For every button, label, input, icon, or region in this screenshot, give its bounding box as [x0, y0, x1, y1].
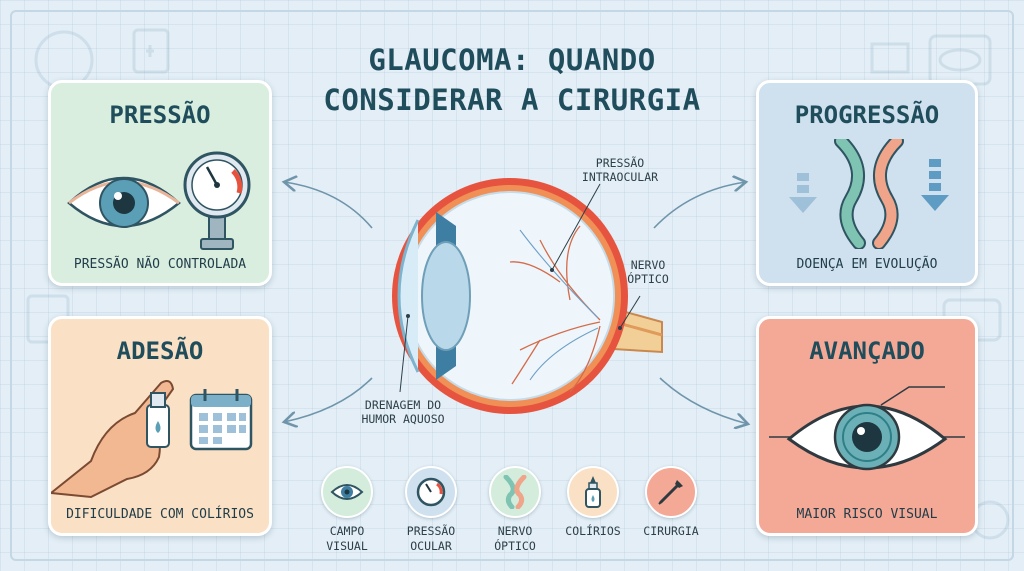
page-title: GLAUCOMA: QUANDO CONSIDERAR A CIRURGIA [282, 40, 742, 120]
legend-icon-nervo-optico [489, 466, 541, 518]
legend-label-pressao-ocular: PRESSÃO OCULAR [406, 524, 456, 553]
card-adesao[interactable]: ADESÃO DIFICULDADE COM COLÍRIOS [48, 316, 272, 536]
legend-label-cirurgia: CIRURGIA [643, 524, 699, 538]
leader-pressao-intraocular [551, 183, 601, 271]
legend-label-colirios: COLÍRIOS [565, 524, 621, 538]
retinal-veins [519, 229, 599, 381]
down-arrow-icon [789, 173, 817, 213]
surgical-instrument-icon [658, 480, 683, 505]
lens [421, 241, 471, 351]
bg-eye-icon [938, 48, 982, 72]
label-nervo-optico: NERVO ÓPTICO [618, 258, 678, 286]
arrow-to-adesao [284, 377, 373, 422]
legend-item-nervo-optico: NERVO ÓPTICO [470, 466, 560, 554]
leader-drenagem [399, 315, 409, 393]
eye-icon [330, 484, 364, 500]
eye-icon [67, 176, 181, 228]
card-avancado-heading: AVANÇADO [809, 337, 925, 365]
label-pressao-line2: INTRAOCULAR [581, 170, 659, 184]
card-progressao-art [789, 139, 949, 249]
card-pressao-heading: PRESSÃO [109, 101, 211, 129]
eye-icon [769, 386, 965, 471]
card-avancado[interactable]: AVANÇADO MAIOR RISCO VISUAL [756, 316, 978, 536]
bg-drop-icon [146, 45, 154, 57]
label-pressao-line1: PRESSÃO [595, 156, 645, 170]
bg-dumbbell-icon [870, 42, 910, 74]
label-nervo-line1: NERVO [630, 258, 666, 272]
card-progressao-caption: DOENÇA EM EVOLUÇÃO [796, 257, 938, 272]
card-avancado-art [769, 386, 965, 471]
arrow-to-avancado [659, 377, 748, 424]
legend-item-pressao-ocular: PRESSÃO OCULAR [386, 466, 476, 554]
cornea [397, 219, 420, 373]
legend-label-campo-visual: CAMPO VISUAL [326, 524, 368, 553]
title-line-1: GLAUCOMA: QUANDO [368, 43, 656, 77]
pressure-gauge-icon [183, 151, 251, 250]
optic-nerve-icon [834, 139, 904, 249]
legend-icon-cirurgia [645, 466, 697, 518]
card-adesao-caption: DIFICULDADE COM COLÍRIOS [66, 507, 254, 522]
label-drenagem-line2: HUMOR AQUOSO [361, 412, 445, 426]
legend-label-nervo-optico: NERVO ÓPTICO [494, 524, 536, 553]
label-drenagem: DRENAGEM DO HUMOR AQUOSO [348, 398, 458, 426]
label-drenagem-line1: DRENAGEM DO [364, 398, 442, 412]
optic-nerve-icon [503, 475, 527, 509]
legend-icon-campo-visual [321, 466, 373, 518]
card-pressao[interactable]: PRESSÃO PRESSÃO NÃO CONTROLADA [48, 80, 272, 286]
legend-icon-colirios [567, 466, 619, 518]
title-line-2: CONSIDERAR A CIRURGIA [323, 83, 701, 117]
label-nervo-line2: ÓPTICO [627, 272, 669, 286]
legend-item-colirios: COLÍRIOS [548, 466, 638, 539]
hand-with-eyedrop-icon [51, 380, 175, 499]
card-progressao-heading: PROGRESSÃO [794, 101, 940, 129]
leader-nervo-optico [619, 295, 641, 329]
card-pressao-art [67, 151, 251, 250]
arrow-to-progressao [653, 182, 746, 229]
legend-item-campo-visual: CAMPO VISUAL [302, 466, 392, 554]
card-avancado-caption: MAIOR RISCO VISUAL [796, 507, 938, 522]
legend-icon-pressao-ocular [405, 466, 457, 518]
card-progressao[interactable]: PROGRESSÃO DOENÇA EM EVOLUÇÃO [756, 80, 978, 286]
eyedrop-bottle-icon [585, 476, 601, 508]
down-arrow-icon [921, 159, 949, 211]
legend-item-cirurgia: CIRURGIA [626, 466, 716, 539]
arrow-to-pressao [284, 182, 373, 229]
bg-clipboard-icon [132, 28, 170, 74]
calendar-icon [189, 389, 253, 451]
page-frame [10, 10, 1014, 561]
card-adesao-art [51, 380, 253, 499]
pressure-gauge-icon [416, 477, 446, 507]
label-pressao-intraocular: PRESSÃO INTRAOCULAR [572, 156, 668, 184]
card-pressao-caption: PRESSÃO NÃO CONTROLADA [73, 257, 247, 272]
card-adesao-heading: ADESÃO [116, 337, 204, 365]
